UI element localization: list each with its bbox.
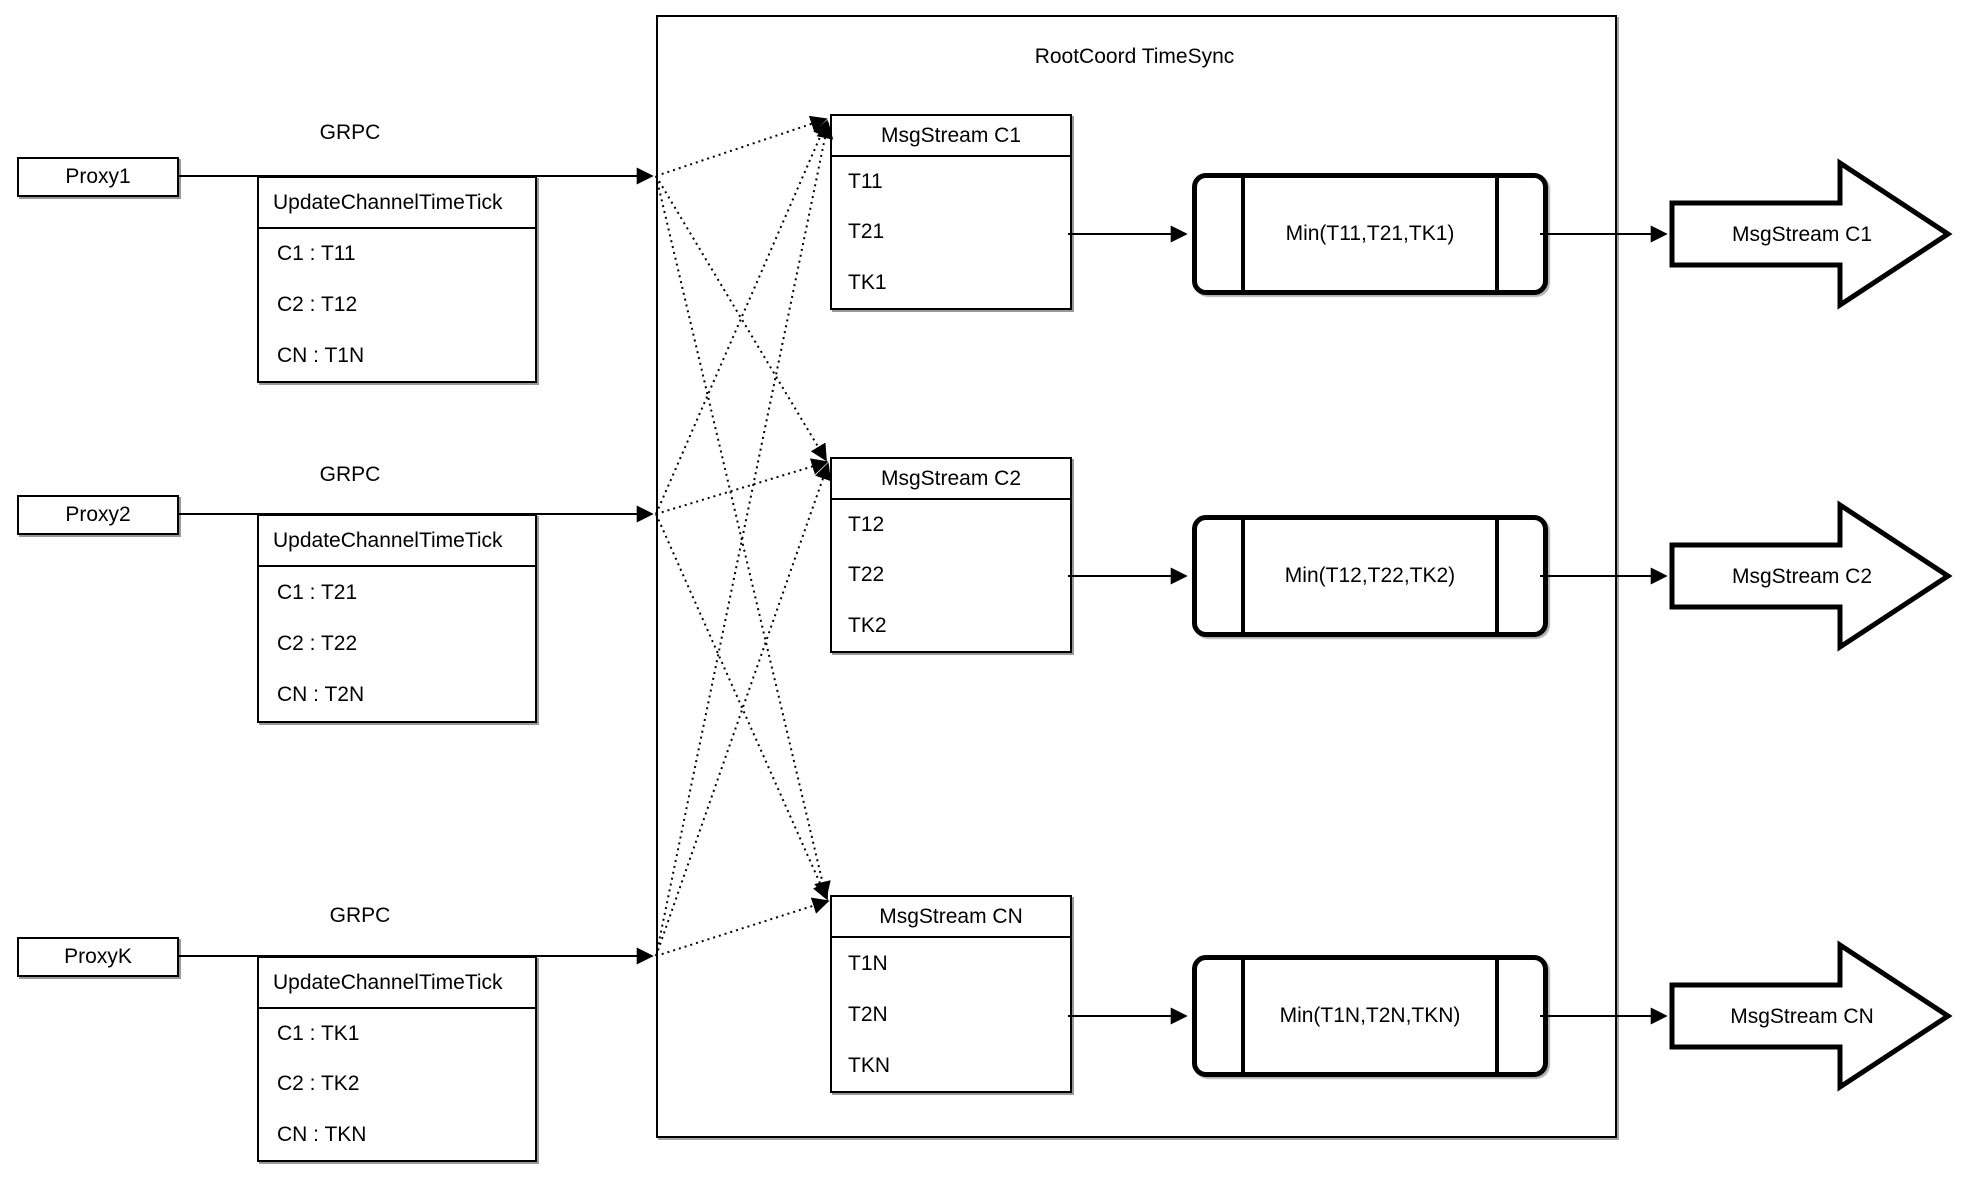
min-box-c2: Min(T12,T22,TK2)	[1192, 515, 1548, 637]
output-arrow-c1	[1669, 158, 1953, 310]
min-box-c1: Min(T11,T21,TK1)	[1192, 173, 1548, 295]
table-header: UpdateChannelTimeTick	[259, 516, 535, 567]
table-row: C2 : T12	[277, 292, 358, 316]
output-arrow-label: MsgStream C1	[1732, 223, 1872, 246]
table-header: UpdateChannelTimeTick	[259, 178, 535, 229]
update-channel-timetick-table-3: UpdateChannelTimeTick C1 : TK1 C2 : TK2 …	[257, 956, 537, 1162]
divider	[1495, 960, 1499, 1072]
table-row: TK2	[848, 613, 887, 637]
divider	[1241, 960, 1245, 1072]
msgstream-table-cn: MsgStream CN T1N T2N TKN	[830, 895, 1072, 1093]
proxy-label: Proxy2	[65, 503, 131, 526]
min-label: Min(T11,T21,TK1)	[1285, 222, 1455, 245]
table-row: T2N	[848, 1002, 888, 1026]
table-row: T1N	[848, 951, 888, 975]
divider	[1495, 520, 1499, 632]
grpc-label-3: GRPC	[329, 904, 391, 927]
proxy-box-1: Proxy1	[17, 157, 179, 197]
msgstream-table-c2: MsgStream C2 T12 T22 TK2	[830, 457, 1072, 653]
table-row: T11	[848, 170, 883, 194]
table-header: UpdateChannelTimeTick	[259, 958, 535, 1009]
output-arrow-label: MsgStream CN	[1730, 1005, 1874, 1028]
table-row: CN : T2N	[277, 683, 365, 707]
table-header: MsgStream C2	[832, 459, 1070, 500]
table-row: C1 : T11	[277, 242, 356, 266]
proxy-box-2: Proxy2	[17, 495, 179, 535]
output-arrow-label: MsgStream C2	[1732, 565, 1872, 588]
table-header: MsgStream CN	[832, 897, 1070, 938]
update-channel-timetick-table-1: UpdateChannelTimeTick C1 : T11 C2 : T12 …	[257, 176, 537, 383]
table-row: TKN	[848, 1053, 890, 1077]
table-row: T12	[848, 513, 885, 537]
table-row: C1 : TK1	[277, 1022, 360, 1046]
divider	[1495, 178, 1499, 290]
table-header: MsgStream C1	[832, 116, 1070, 157]
table-row: C2 : TK2	[277, 1072, 360, 1096]
table-row: TK1	[848, 270, 887, 294]
update-channel-timetick-table-2: UpdateChannelTimeTick C1 : T21 C2 : T22 …	[257, 514, 537, 723]
table-row: T22	[848, 563, 885, 587]
table-row: C2 : T22	[277, 631, 358, 655]
table-row: C1 : T21	[277, 580, 358, 604]
table-row: CN : TKN	[277, 1122, 367, 1146]
output-arrow-cn	[1669, 940, 1953, 1092]
grpc-label-2: GRPC	[319, 463, 381, 486]
msgstream-table-c1: MsgStream C1 T11 T21 TK1	[830, 114, 1072, 310]
table-row: CN : T1N	[277, 343, 365, 367]
min-label: Min(T12,T22,TK2)	[1284, 564, 1456, 587]
min-box-cn: Min(T1N,T2N,TKN)	[1192, 955, 1548, 1077]
output-arrow-c2	[1669, 500, 1953, 652]
min-label: Min(T1N,T2N,TKN)	[1279, 1004, 1461, 1027]
proxy-label: ProxyK	[64, 945, 132, 968]
divider	[1241, 520, 1245, 632]
table-row: T21	[848, 220, 885, 244]
rootcoord-title: RootCoord TimeSync	[1034, 45, 1235, 68]
proxy-box-k: ProxyK	[17, 937, 179, 977]
proxy-label: Proxy1	[65, 165, 131, 188]
divider	[1241, 178, 1245, 290]
grpc-label-1: GRPC	[319, 121, 381, 144]
